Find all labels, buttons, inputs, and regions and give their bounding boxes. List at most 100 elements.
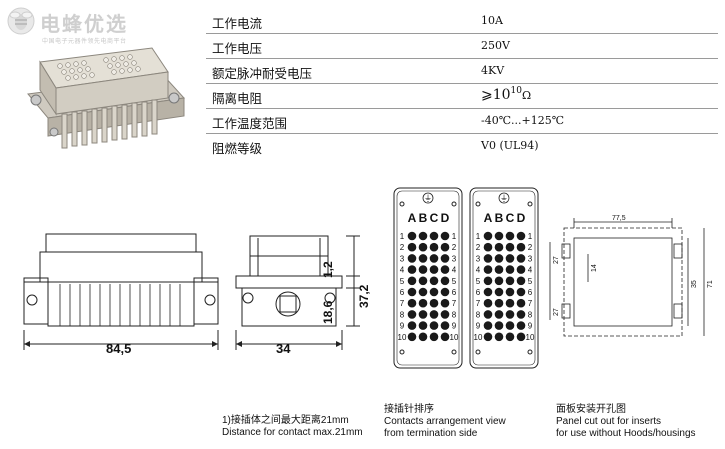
dimension-14: 14: [591, 264, 598, 272]
front-view-drawing: 84,5: [23, 233, 219, 356]
caption-contact-cn: 1)接插体之间最大距离21mm: [222, 415, 349, 426]
contact-pin: [494, 287, 504, 297]
contact-pin: [516, 287, 526, 297]
contact-pin: [429, 231, 439, 241]
pin-column-label: A: [484, 211, 493, 225]
panel-cutout-drawing: 77,5 27 14 27 35 71: [549, 215, 714, 337]
pin-row-label: 3: [400, 254, 405, 263]
contact-pin: [429, 254, 439, 263]
contact-pin: [418, 276, 428, 286]
pin-row-label: 3: [452, 254, 457, 263]
pin-row-label: 4: [400, 266, 405, 275]
pin-row-label: 9: [476, 322, 481, 331]
contact-pin: [483, 287, 493, 297]
contact-pin: [407, 276, 417, 286]
pin-row-label: 2: [452, 243, 457, 252]
contact-pin: [505, 310, 515, 319]
contact-pin: [483, 321, 493, 330]
contact-pin: [505, 231, 515, 241]
mount-hole-icon: [475, 201, 481, 207]
contact-pin: [407, 310, 417, 319]
caption-arrangement-en2: from termination side: [384, 428, 478, 439]
contact-pin: [505, 265, 515, 274]
contact-pin: [418, 242, 428, 252]
mount-hole-icon: [527, 349, 533, 355]
contact-pin: [505, 321, 515, 330]
dimension-35: 35: [691, 280, 698, 288]
pin-row-label: 7: [400, 299, 405, 308]
contact-pin: [494, 276, 504, 286]
pin-panel-outline: [393, 187, 463, 369]
contact-pin: [483, 231, 493, 241]
contact-pin: [429, 265, 439, 274]
dimension-18-6: 18,6: [321, 300, 335, 324]
isolation-value-exponent: 10: [510, 86, 522, 96]
mount-hole-icon: [399, 349, 405, 355]
contact-pin: [407, 332, 417, 342]
mount-hole-icon: [451, 349, 457, 355]
contact-pin: [505, 242, 515, 252]
spec-label: 工作电压: [212, 41, 263, 56]
isolation-value-prefix: ⩾10: [481, 87, 511, 103]
contact-pin: [429, 287, 439, 297]
contact-pin: [516, 298, 526, 308]
pin-row-label: 8: [452, 310, 457, 319]
caption-arrangement: 接插针排序 Contacts arrangement view from ter…: [384, 404, 506, 440]
pin-row-label: 3: [476, 254, 481, 263]
contact-pin: [516, 231, 526, 241]
pin-row-label: 10: [526, 333, 535, 342]
pin-row-label: 10: [474, 333, 483, 342]
spec-value: 250V: [481, 39, 510, 52]
contact-pin: [418, 310, 428, 319]
caption-contact: 1)接插体之间最大距离21mm Distance for contact max…: [222, 415, 363, 439]
pin-row-label: 8: [528, 310, 533, 319]
ground-circle-icon: [422, 192, 434, 204]
contact-pin: [418, 332, 428, 342]
pin-panel-outline: [469, 187, 539, 369]
contact-pin: [407, 287, 417, 297]
contact-pin: [440, 287, 450, 297]
pin-column-label: D: [517, 211, 526, 225]
spec-row: 工作电流 10A: [206, 9, 718, 34]
contact-pin: [494, 254, 504, 263]
contact-pin: [505, 287, 515, 297]
caption-panel-cn: 面板安装开孔图: [556, 404, 626, 415]
dimension-27-top: 27: [553, 256, 560, 264]
contact-pin: [505, 254, 515, 263]
dimension-27-bottom: 27: [553, 308, 560, 316]
contact-pin: [494, 310, 504, 319]
contact-pin: [440, 242, 450, 252]
pin-row-label: 4: [476, 266, 481, 275]
spec-row: 阻燃等级 V0 (UL94): [206, 134, 718, 158]
pin-row-label: 1: [476, 232, 481, 241]
side-view-drawing: 34 1,2 18,6 37,2: [235, 235, 370, 356]
contact-pin: [483, 298, 493, 308]
pin-row-label: 7: [476, 299, 481, 308]
caption-panel-en2: for use without Hoods/housings: [556, 428, 696, 439]
pin-column-label: B: [495, 211, 504, 225]
contact-pin: [407, 265, 417, 274]
contact-pin: [505, 298, 515, 308]
spec-label: 工作电流: [212, 16, 263, 31]
contact-pin: [494, 231, 504, 241]
ground-circle-icon: [498, 192, 510, 204]
pin-row-label: 10: [398, 333, 407, 342]
pin-row-label: 6: [452, 288, 457, 297]
contact-pin: [429, 332, 439, 342]
contact-pin: [407, 231, 417, 241]
pin-row-label: 7: [452, 299, 457, 308]
caption-arrangement-en1: Contacts arrangement view: [384, 416, 506, 427]
contact-pin: [516, 276, 526, 286]
pin-row-label: 8: [400, 310, 405, 319]
contact-pin: [429, 321, 439, 330]
contact-pin: [505, 332, 515, 342]
contact-pin: [483, 310, 493, 319]
pin-row-label: 2: [400, 243, 405, 252]
spec-label: 阻燃等级: [212, 141, 263, 156]
dimension-34: 34: [276, 341, 291, 356]
spec-row: 工作电压 250V: [206, 34, 718, 59]
mount-hole-icon: [475, 349, 481, 355]
contact-pin: [516, 265, 526, 274]
